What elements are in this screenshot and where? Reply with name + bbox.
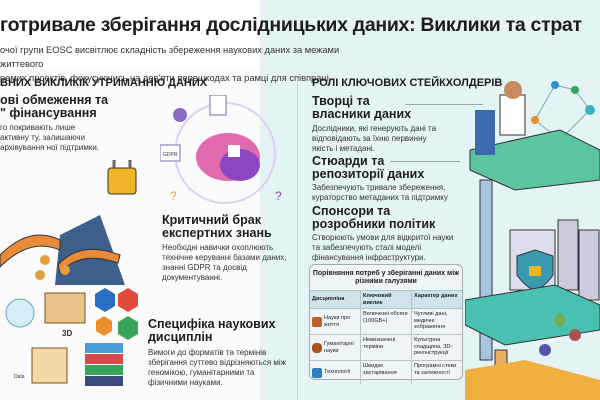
cell-text: Технології (324, 369, 351, 376)
challenge-expertise-desc: Необхідні навички охоплюють технічне кер… (162, 243, 287, 282)
chip-icon (312, 367, 322, 378)
table-row: Науки про життя Величезні обсяги (100GB+)… (310, 308, 462, 334)
3d-label: 3D (62, 329, 72, 338)
cell: Швидке застарівання (360, 361, 411, 384)
amphora-icon (312, 342, 322, 353)
subtitle: очої групи EOSC висвітлює складність збе… (0, 43, 380, 85)
divider (297, 78, 298, 400)
cell: Науки про життя (310, 309, 360, 334)
challenge-funding-title: ові обмеження та" фінансування (0, 94, 108, 120)
server-rack (557, 219, 579, 291)
title-line: " фінансування (0, 106, 97, 120)
title-line: власники даних (312, 107, 412, 121)
title-line: Специфіка наукових (148, 317, 276, 331)
gear-icon (173, 108, 187, 122)
stack-layer (85, 343, 123, 353)
challenge-funding-desc: го покривають лише активну ту, залишаючи… (0, 123, 100, 152)
disciplines-illustration: Data 3D (5, 288, 138, 386)
title-line: Стюарди та (312, 154, 385, 168)
coin-icon (40, 255, 50, 265)
comparison-table: Порівняння потреб у зберіганні даних між… (309, 264, 463, 384)
cell: Технології (310, 361, 360, 384)
stakeholders-illustration (465, 81, 600, 400)
svg-text:?: ? (170, 189, 177, 203)
role-creators-desc: Дослідники, які генерують дані та відпов… (312, 124, 437, 153)
challenges-heading: ВНИХ ВИКЛИКІК УТРИМАННЮ ДАНИХ (0, 77, 208, 89)
title-line: експертних знань (162, 226, 272, 240)
title-line: Творці та (312, 94, 370, 108)
subtitle-line: очої групи EOSC висвітлює складність збе… (0, 45, 340, 69)
brain-expertise-illustration: GDPR ?? (160, 95, 282, 204)
cell-text: Гуманітарні науки (324, 341, 354, 354)
cell: Програмні стеки та залежності (411, 361, 462, 384)
padlock-icon (107, 167, 137, 195)
svg-text:?: ? (275, 189, 282, 203)
coin-icon (35, 270, 45, 280)
coin-icon (60, 265, 70, 275)
title-line: Спонсори та (312, 204, 391, 218)
subtitle-line: ремих проектів, фокусуючись на дев'яти п… (0, 73, 332, 83)
cell: Культурна спадщина, 3D-реконструкції (411, 335, 462, 360)
cell: Невизначені терміни (360, 335, 411, 360)
cell: Чутливі дані, медичні зображення (411, 309, 462, 334)
document-icon (209, 95, 227, 116)
header-cell: Характер даних (411, 291, 462, 308)
title-line: розробники політик (312, 217, 436, 231)
biohazard-icon (312, 316, 322, 327)
stakeholders-heading: РОЛІ КЛЮЧОВИХ СТЕЙКХОЛДЕРІВ (312, 77, 503, 89)
broken-bridge-illustration (0, 160, 137, 285)
title-line: Критичний брак (162, 213, 261, 227)
monitor-icon (160, 144, 181, 162)
connector-line (390, 161, 460, 162)
challenge-disciplines-desc: Вимоги до форматів та термінів зберіганн… (148, 348, 287, 387)
gdpr-label: GDPR (163, 152, 178, 158)
cell: Гуманітарні науки (310, 335, 360, 360)
data-label: Data (14, 374, 25, 380)
header-cell: Дисципліна (312, 296, 345, 303)
header-cell: Ключовий виклик (360, 291, 411, 308)
scientist (499, 94, 526, 136)
role-stewards-desc: Забезпечують тривале збереження, куратор… (312, 183, 448, 202)
cell-text: Науки про життя (324, 315, 351, 328)
role-sponsors-desc: Створюють умови для відкритої науки та з… (312, 233, 454, 262)
challenges-panel (0, 70, 297, 400)
page-title: готривале зберігання дослідницьких даних… (0, 14, 582, 36)
title-line: репозиторії даних (312, 167, 425, 181)
title-line: дисциплін (148, 330, 213, 344)
cell: Величезні обсяги (100GB+) (360, 309, 411, 334)
connector-line (405, 104, 483, 105)
title-line: ові обмеження та (0, 93, 109, 107)
table-title: Порівняння потреб у зберіганні даних між… (312, 270, 460, 285)
